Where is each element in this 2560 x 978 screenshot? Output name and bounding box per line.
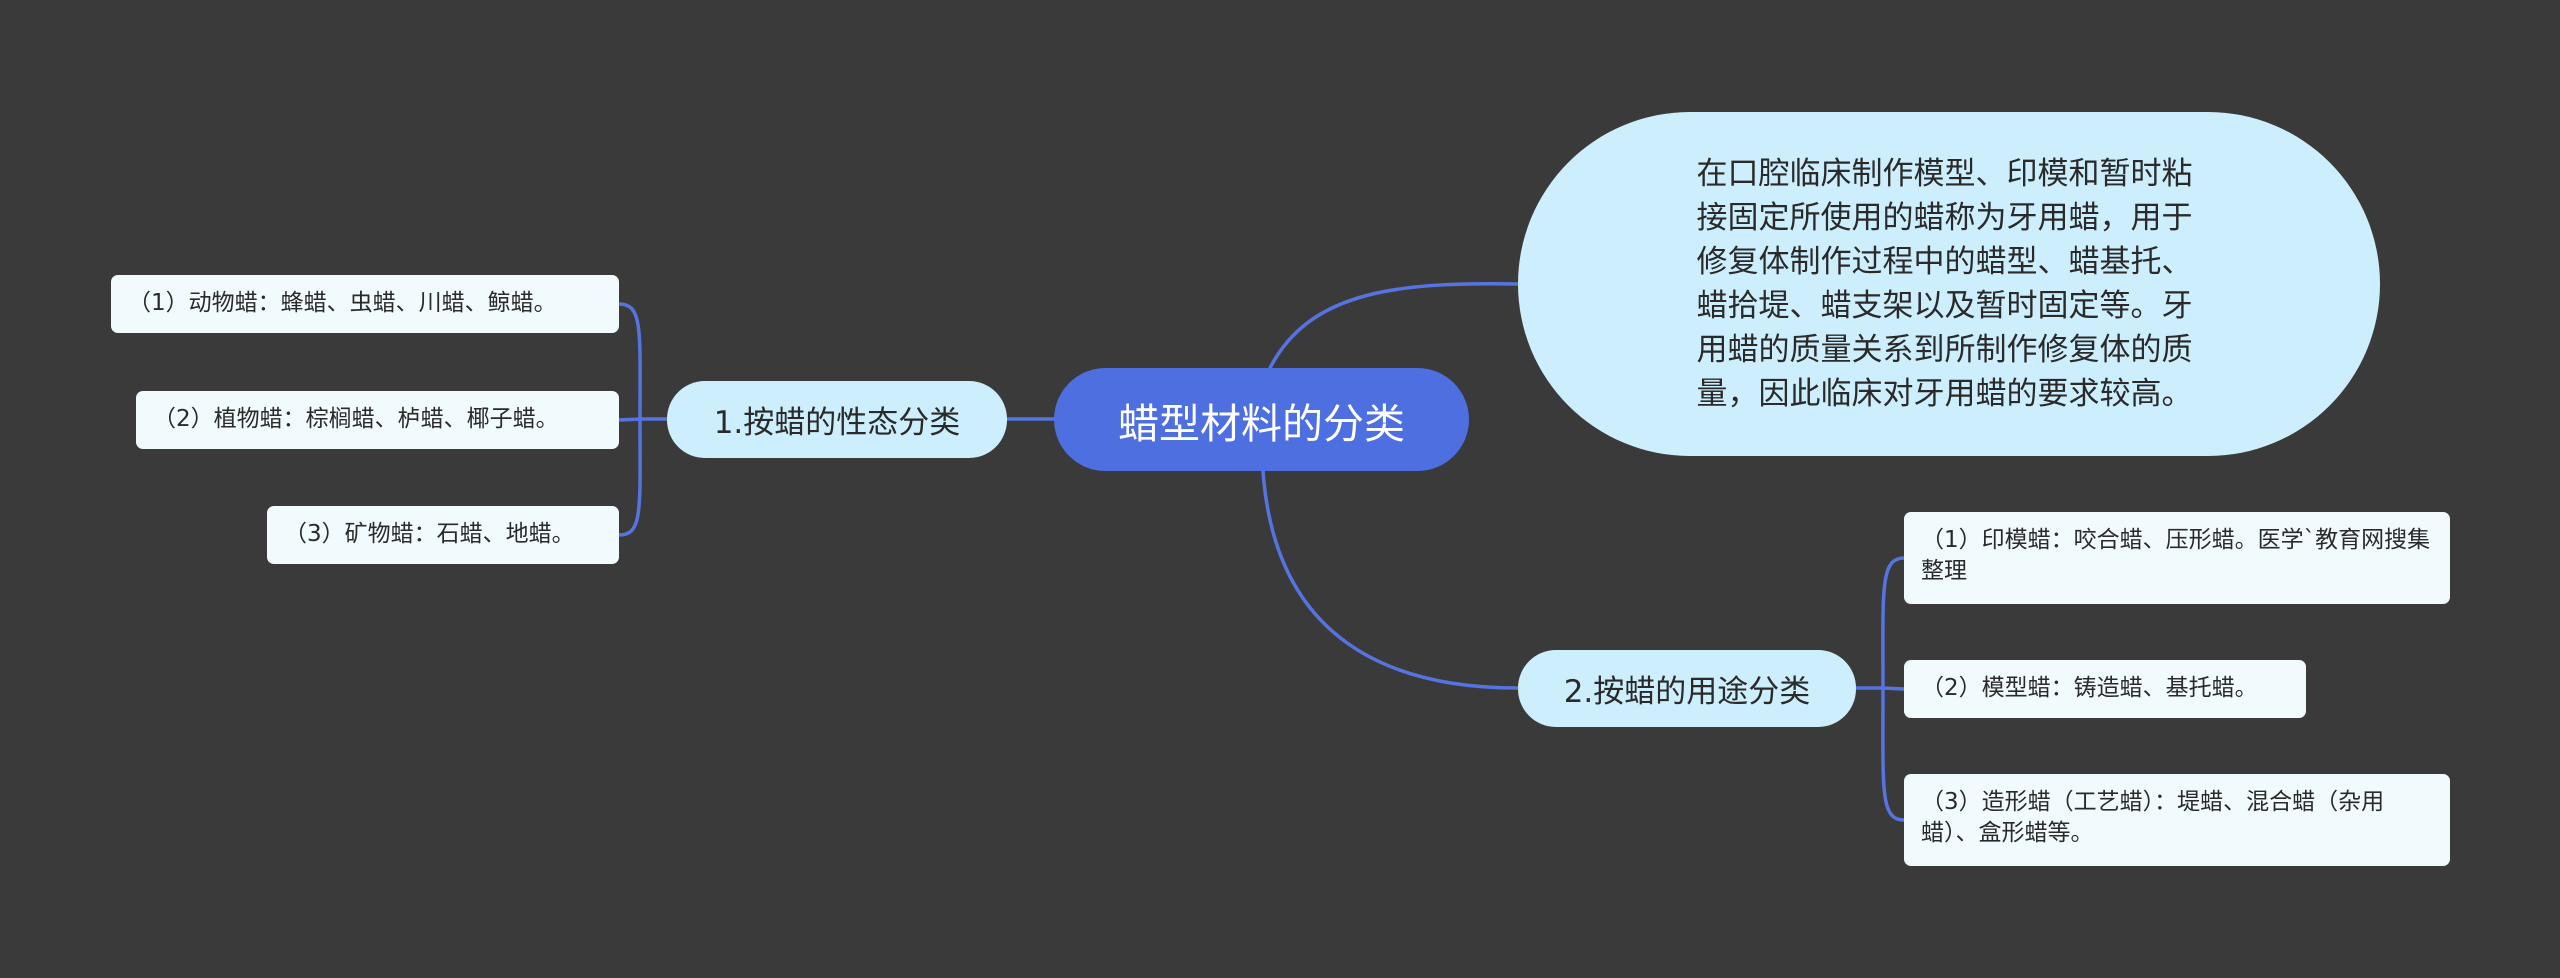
leaf-pattern-wax[interactable]: （2）模型蜡：铸造蜡、基托蜡。: [1904, 660, 2306, 718]
root-topic-label: 蜡型材料的分类: [1118, 399, 1405, 448]
branch-by-state[interactable]: 1.按蜡的性态分类: [667, 381, 1007, 458]
leaf-mineral-wax-label: （3）矿物蜡：石蜡、地蜡。: [284, 521, 575, 547]
root-topic[interactable]: 蜡型材料的分类: [1054, 368, 1469, 471]
branch-by-use-label: 2.按蜡的用途分类: [1563, 674, 1811, 710]
connector-leaf-impression: [1881, 556, 1906, 690]
leaf-pattern-wax-label: （2）模型蜡：铸造蜡、基托蜡。: [1921, 675, 2258, 701]
connector-leaf-shaping: [1881, 686, 1906, 822]
connector-leaf-plant: [617, 417, 642, 422]
leaf-impression-wax[interactable]: （1）印模蜡：咬合蜡、压形蜡。医学`教育网搜集整理: [1904, 512, 2450, 604]
leaf-animal-wax[interactable]: （1）动物蜡：蜂蜡、虫蜡、川蜡、鲸蜡。: [111, 275, 619, 333]
description-text: 在口腔临床制作模型、印模和暂时粘接固定所使用的蜡称为牙用蜡，用于修复体制作过程中…: [1696, 156, 2193, 412]
leaf-mineral-wax[interactable]: （3）矿物蜡：石蜡、地蜡。: [267, 506, 619, 564]
branch-by-use[interactable]: 2.按蜡的用途分类: [1518, 650, 1856, 727]
connector-leaf-pattern: [1881, 686, 1906, 691]
leaf-shaping-wax[interactable]: （3）造形蜡（工艺蜡）：堤蜡、混合蜡（杂用蜡）、盒形蜡等。: [1904, 774, 2450, 866]
branch-by-state-label: 1.按蜡的性态分类: [713, 405, 961, 441]
connector-root-description: [1268, 282, 1520, 370]
leaf-plant-wax-label: （2）植物蜡：棕榈蜡、栌蜡、椰子蜡。: [153, 406, 559, 432]
connector-leaf-animal: [617, 302, 642, 421]
leaf-impression-wax-label: （1）印模蜡：咬合蜡、压形蜡。医学`教育网搜集整理: [1921, 527, 2431, 584]
connector-root-branch-use: [1261, 469, 1520, 690]
connector-leaf-mineral: [617, 417, 642, 537]
leaf-plant-wax[interactable]: （2）植物蜡：棕榈蜡、栌蜡、椰子蜡。: [136, 391, 619, 449]
description-bubble[interactable]: 在口腔临床制作模型、印模和暂时粘接固定所使用的蜡称为牙用蜡，用于修复体制作过程中…: [1518, 112, 2380, 456]
leaf-animal-wax-label: （1）动物蜡：蜂蜡、虫蜡、川蜡、鲸蜡。: [128, 290, 557, 316]
leaf-shaping-wax-label: （3）造形蜡（工艺蜡）：堤蜡、混合蜡（杂用蜡）、盒形蜡等。: [1921, 789, 2385, 846]
